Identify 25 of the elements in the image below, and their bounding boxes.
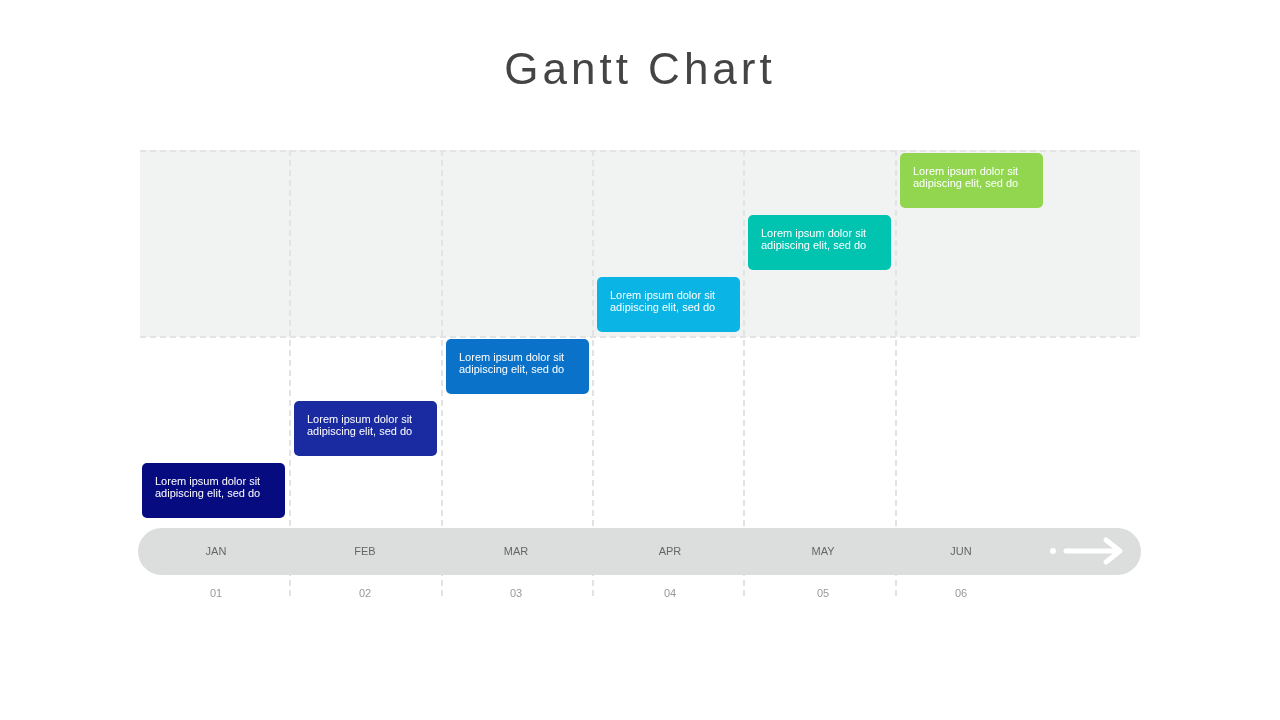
period-number: 01 — [208, 587, 224, 599]
period-number: 03 — [508, 587, 524, 599]
period-number: 02 — [357, 587, 373, 599]
month-label: MAR — [502, 545, 530, 557]
period-number: 05 — [815, 587, 831, 599]
task-text: Lorem ipsum dolor sit adipiscing elit, sed do — [610, 289, 717, 313]
task-bar — [294, 401, 437, 456]
month-label: JAN — [204, 545, 228, 557]
chart-title: Gantt Chart — [503, 44, 777, 94]
month-label: APR — [657, 545, 683, 557]
month-label: FEB — [353, 545, 377, 557]
task-text: Lorem ipsum dolor sit adipiscing elit, sed do — [913, 165, 1020, 189]
month-label: MAY — [810, 545, 836, 557]
task-bar — [900, 153, 1043, 208]
period-number: 06 — [953, 587, 969, 599]
task-bar — [446, 339, 589, 394]
task-bar — [748, 215, 891, 270]
task-text: Lorem ipsum dolor sit adipiscing elit, sed do — [307, 413, 414, 437]
period-number: 04 — [662, 587, 678, 599]
task-text: Lorem ipsum dolor sit adipiscing elit, sed do — [155, 475, 262, 499]
task-bar — [142, 463, 285, 518]
task-text: Lorem ipsum dolor sit adipiscing elit, sed do — [459, 351, 566, 375]
month-label: JUN — [949, 545, 973, 557]
task-bar — [597, 277, 740, 332]
task-text: Lorem ipsum dolor sit adipiscing elit, sed do — [761, 227, 868, 251]
